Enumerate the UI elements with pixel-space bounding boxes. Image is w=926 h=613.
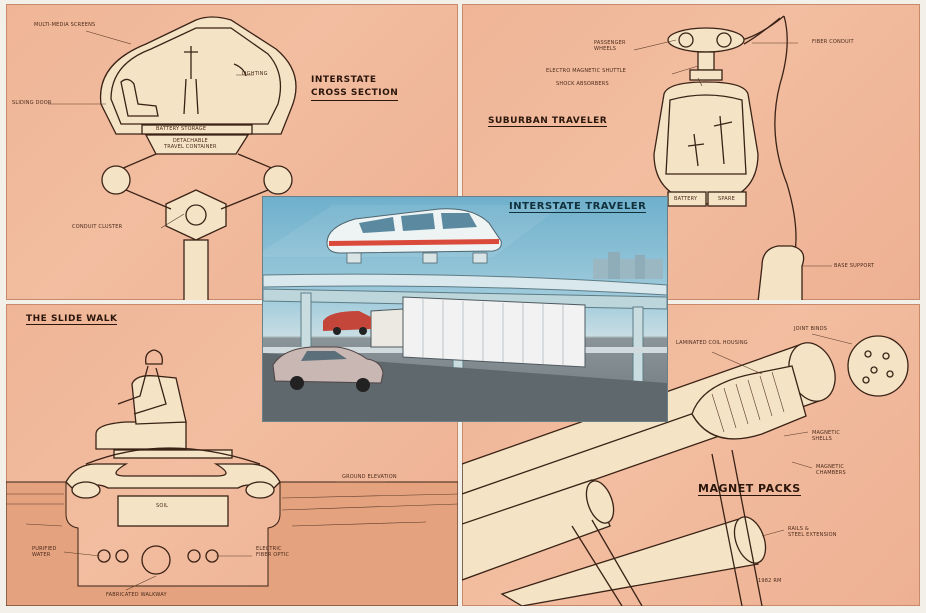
panel-cross-section: Multi-Media Screens Sliding Door Lightin… xyxy=(6,4,458,300)
cross-section-title: Interstate Cross Section xyxy=(311,74,399,101)
interstate-traveler-image: Interstate Traveler xyxy=(262,196,668,422)
cross-section-drawing xyxy=(48,16,297,300)
label-purified-water: Purified Water xyxy=(32,546,57,558)
suburban-title: Suburban Traveler xyxy=(488,116,608,127)
slide-walk-title: The Slide Walk xyxy=(26,314,118,325)
label-fiber-conduit: Fiber Conduit xyxy=(812,39,854,45)
label-magnetic-chambers: Magnetic Chambers xyxy=(816,464,846,476)
magnet-packs-title: Magnet Packs xyxy=(698,482,801,496)
label-soil: Soil xyxy=(156,503,169,509)
label-rails-steel: Rails & Steel Extension xyxy=(788,526,837,538)
label-battery-storage: Battery Storage xyxy=(156,126,207,132)
artist-signature: 1982 RM xyxy=(758,578,782,584)
label-detachable-container: Detachable Travel Container xyxy=(164,138,217,150)
interstate-traveler-title: Interstate Traveler xyxy=(509,201,647,213)
label-multi-media: Multi-Media Screens xyxy=(34,22,96,28)
label-base-support: Base Support xyxy=(834,263,875,269)
label-battery: Battery xyxy=(674,196,698,202)
label-electro-shuttle: Electro Magnetic Shuttle xyxy=(546,68,627,74)
magnet-packs-drawing xyxy=(462,333,909,606)
label-ground-elevation: Ground Elevation xyxy=(342,474,397,480)
label-passenger-wheels: Passenger Wheels xyxy=(594,40,626,52)
label-fabricated-walkway: Fabricated Walkway xyxy=(106,592,167,598)
label-shock-absorbers: Shock Absorbers xyxy=(556,81,609,87)
slide-walk-drawing xyxy=(6,349,458,606)
label-joint-binds: Joint Binds xyxy=(794,326,828,332)
label-electric-fiber: Electric Fiber Optic xyxy=(256,546,290,558)
label-sliding-door: Sliding Door xyxy=(12,100,52,106)
label-laminated-coil: Laminated Coil Housing xyxy=(676,340,748,346)
label-conduit-cluster: Conduit Cluster xyxy=(72,224,123,230)
label-lighting: Lighting xyxy=(242,71,268,77)
label-magnetic-shells: Magnetic Shells xyxy=(812,430,841,442)
label-spare: Spare xyxy=(718,196,735,202)
interstate-scene xyxy=(263,205,667,421)
suburban-drawing xyxy=(633,15,832,300)
